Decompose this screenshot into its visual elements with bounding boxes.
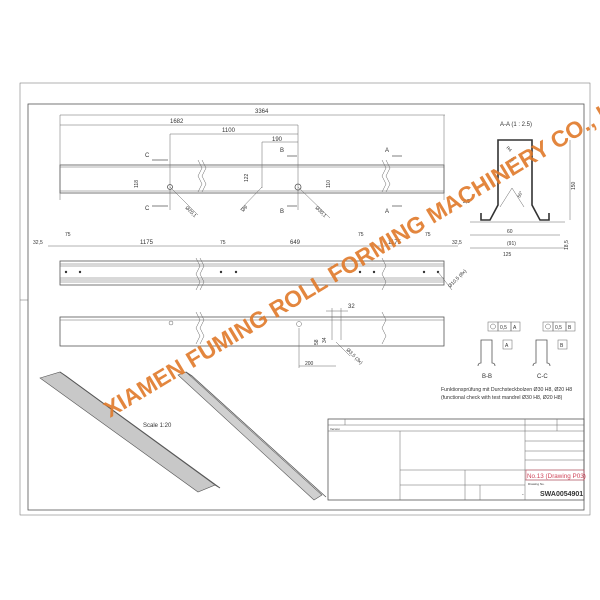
dim-m0: 32,5	[33, 240, 43, 246]
dim-flange: 2,5	[463, 199, 470, 205]
dim-mid: (91)	[507, 241, 516, 247]
dim-angle-bottom: 60°	[516, 190, 523, 198]
drawing-name: No.13 (Drawing P03)	[527, 473, 586, 480]
dim-m4: 649	[290, 240, 301, 246]
dim-m1: 75	[65, 232, 71, 238]
dim-h2: 34	[322, 337, 328, 343]
dim-half: 1682	[170, 119, 184, 125]
dim-total: 3364	[255, 109, 269, 115]
iso-view: Scale 1:20	[39, 371, 327, 501]
dim-height: 150	[571, 181, 577, 190]
dim-m6: 1175	[388, 240, 402, 246]
bb-datum-ref: A	[513, 325, 517, 331]
bottom-hole-label: Ø3,5 (3x)	[345, 347, 364, 366]
section-mark-b-bottom: B	[280, 209, 284, 215]
section-mark-a-top: A	[385, 148, 389, 154]
dim-m3: 75	[220, 240, 226, 246]
section-mark-b-top: B	[280, 148, 284, 154]
dim-offset-b: 190	[272, 137, 283, 143]
dim-m7: 75	[425, 232, 431, 238]
dim-width: 125	[503, 252, 512, 258]
dim-m2: 1175	[140, 240, 154, 246]
bb-datum-box: A	[505, 343, 509, 349]
version-label: Version	[330, 427, 340, 431]
middle-hole-label: Ø10,5 (8x)	[447, 268, 468, 289]
bb-tolerance: 0,5	[500, 325, 507, 331]
dim-h-c: 118	[134, 180, 140, 188]
note-line-1: Funktionsprüfung mit Durchsteckbolzen Ø3…	[441, 387, 572, 393]
drawing-number: SWA0054901	[540, 491, 583, 498]
dim-h-b: 110	[326, 180, 332, 188]
section-mark-a-bottom: A	[385, 209, 389, 215]
cc-datum-box: B	[560, 343, 564, 349]
title-dash: -	[522, 492, 524, 498]
outer-frame	[19, 82, 591, 516]
section-aa-title: A-A (1 : 2.5)	[500, 122, 532, 128]
dim-spacing: 32	[348, 304, 355, 310]
section-mark-c-bottom: C	[145, 206, 150, 212]
title-block: Version No.13 (Drawing P03) Drawing No. …	[327, 418, 586, 501]
drawing-border	[27, 103, 585, 511]
cc-label: C-C	[537, 374, 548, 380]
bb-label: B-B	[482, 374, 492, 380]
dim-radius: R4	[505, 145, 513, 153]
dim-m5: 75	[358, 232, 364, 238]
watermark: XIAMEN FUMING ROLL FORMING MACHINERY CO.…	[99, 79, 600, 423]
hole-label-left: Ø20,1	[184, 205, 198, 219]
section-aa: A-A (1 : 2.5) 60 (91) 125 2,5 150 18,5 R…	[463, 122, 577, 258]
cc-datum-ref: B	[568, 325, 572, 331]
dim-h-mid: 122	[244, 173, 250, 182]
hole-label-mid: Ø9	[240, 204, 249, 213]
dim-inner: 60	[507, 229, 513, 235]
hole-label-right: Ø30,1	[314, 205, 328, 219]
drawing-no-label: Drawing No.	[528, 482, 545, 486]
dim-angle-top: 90°	[508, 156, 517, 164]
dim-h1: 58	[314, 339, 320, 345]
section-mark-c-top: C	[145, 153, 150, 159]
dim-hole-span: 1100	[222, 128, 236, 134]
cc-tolerance: 0,5	[555, 325, 562, 331]
note-line-2: (functional check with test mandrel Ø30 …	[441, 395, 563, 401]
sections-bc: 0,5 A A B-B 0,5 B B C-C Funktionsprüfung…	[441, 321, 576, 401]
dim-m8: 32,5	[452, 240, 462, 246]
dim-lip: 18,5	[564, 240, 570, 250]
top-view: 3364 1682 1100 190 C C B B A A 118 122 1…	[59, 109, 445, 219]
dim-offset: 200	[305, 361, 314, 367]
iso-scale-label: Scale 1:20	[143, 423, 172, 429]
